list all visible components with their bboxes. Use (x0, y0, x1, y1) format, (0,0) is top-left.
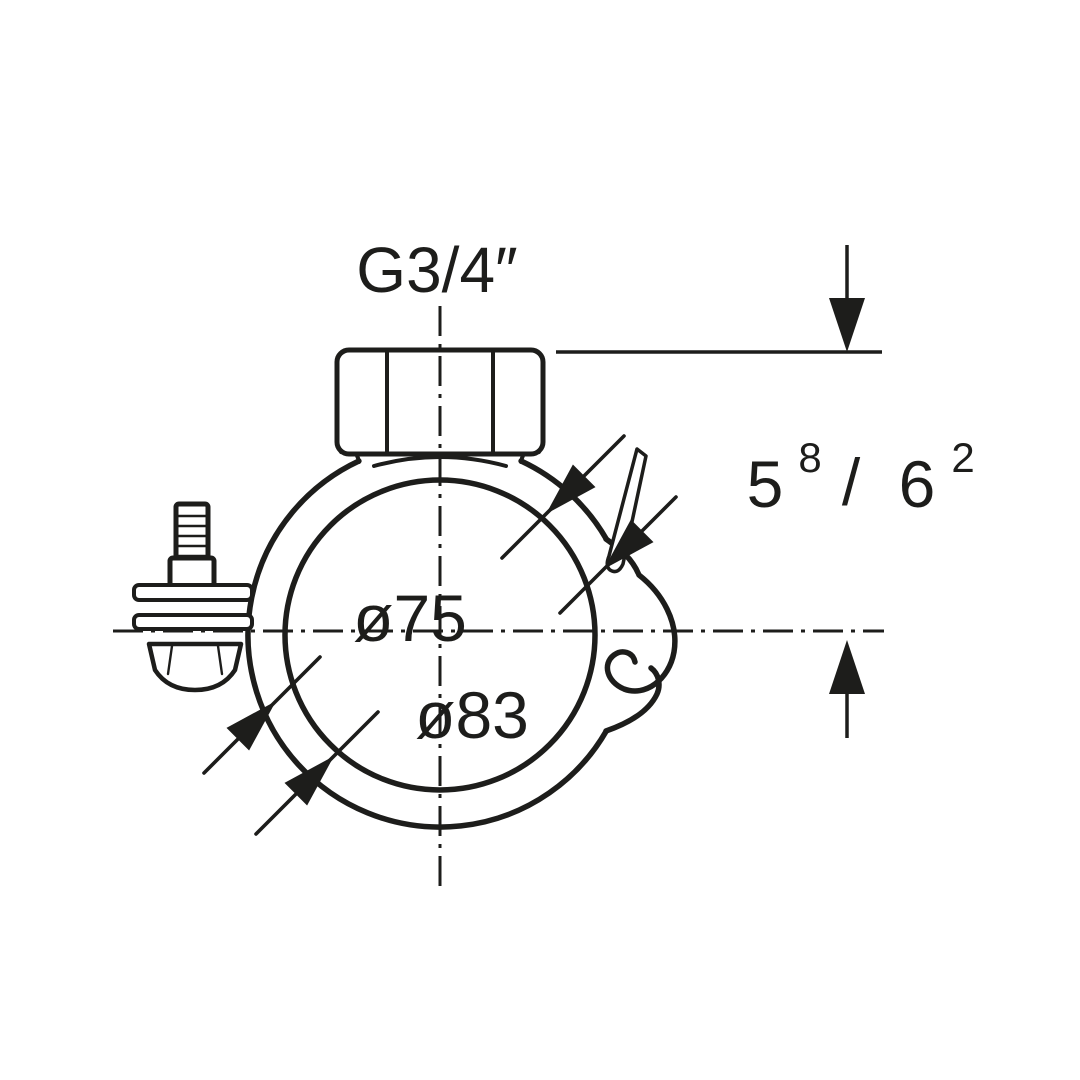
height-sup-primary: 8 (798, 434, 821, 481)
outer-diameter-label: ø83 (415, 678, 529, 752)
closure-hook (603, 447, 678, 734)
snap-direction-arrows (202, 434, 678, 836)
height-separator: / (842, 445, 861, 519)
dim-arrow-down-head (829, 298, 865, 352)
dim-arrow-up-head (829, 640, 865, 694)
direction-arrow-4-head (226, 701, 276, 751)
clip-blade (605, 447, 648, 574)
hinge-plate-bottom (132, 613, 254, 631)
hook-lower (603, 665, 662, 734)
direction-arrow-1-head (546, 464, 596, 514)
direction-arrow-2-head (604, 519, 654, 569)
hinge-nut (146, 641, 244, 693)
hinge-plate-top (132, 583, 254, 602)
hex-fitting (334, 347, 546, 457)
direction-arrow-3-head (284, 756, 334, 806)
height-value-primary: 5 (747, 447, 784, 521)
height-dimension (556, 245, 882, 738)
height-sup-secondary: 2 (951, 434, 974, 481)
bolt-shaft (173, 501, 211, 565)
bolt-collar (167, 555, 217, 589)
bolt-threads (174, 514, 210, 558)
height-value-secondary: 6 (899, 447, 936, 521)
height-dimension-label: 5 8 / 6 2 (747, 434, 975, 521)
band-outer-arc-main (245, 458, 610, 830)
nut-facets (166, 644, 224, 676)
hinge-assembly (132, 501, 254, 693)
thread-size-label: G3/4″ (356, 234, 517, 306)
inner-diameter-label: ø75 (353, 581, 467, 655)
